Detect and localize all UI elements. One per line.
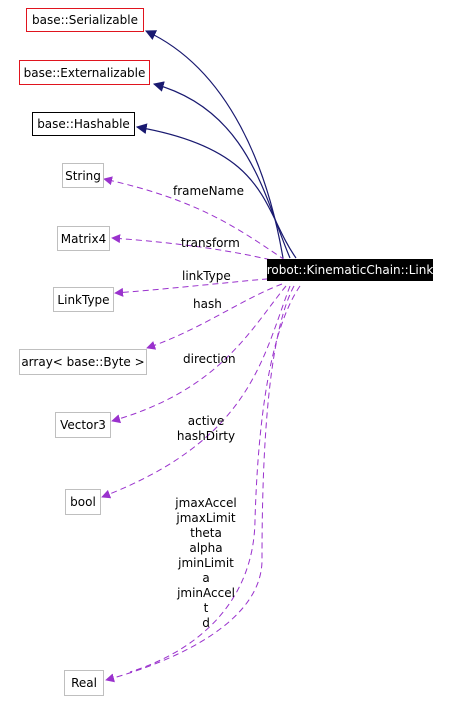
label-direction: direction [183,352,236,366]
edge-string [103,176,286,261]
node-linktype[interactable]: LinkType [53,287,114,312]
label-transform: transform [181,236,240,250]
node-matrix4-label: Matrix4 [60,231,107,246]
label-framename: frameName [173,184,244,198]
label-jminlimit: jminLimit [178,556,234,570]
label-hashdirty: hashDirty [176,429,236,443]
edge-real-2 [129,285,301,673]
label-d: d [202,616,210,630]
edge-bool [101,285,291,499]
node-vector3-label: Vector3 [60,418,106,432]
edge-byte-array [146,283,283,350]
label-jmaxlimit: jmaxLimit [176,511,236,525]
label-a: a [202,571,210,585]
node-vector3[interactable]: Vector3 [55,412,111,438]
label-alpha: alpha [189,541,223,555]
node-linktype-label: LinkType [57,292,110,307]
edge-serializable [145,30,284,259]
node-bool[interactable]: bool [65,489,101,515]
node-kinematic-chain-link[interactable]: robot::KinematicChain::Link [267,259,433,281]
node-serializable-label: base::Serializable [32,13,138,27]
node-externalizable-label: base::Externalizable [23,65,146,80]
edge-vector3 [111,285,287,424]
label-hash: hash [193,297,222,311]
label-jminaccel: jminAccel [177,586,235,600]
node-byte-array[interactable]: array< base::Byte > [19,349,147,375]
edge-hashable [135,123,297,259]
node-externalizable[interactable]: base::Externalizable [19,60,150,85]
node-hashable[interactable]: base::Hashable [32,112,135,136]
edge-real [105,285,295,683]
node-real[interactable]: Real [64,670,104,696]
node-string-label: String [65,168,101,183]
label-active: active [187,414,225,428]
edge-linktype [114,277,279,297]
node-matrix4[interactable]: Matrix4 [57,226,110,251]
node-bool-label: bool [70,495,96,509]
label-real-members: jmaxAccel jmaxLimit theta alpha jminLimi… [170,496,242,631]
node-real-label: Real [71,676,97,690]
node-main-label: robot::KinematicChain::Link [266,263,434,277]
edge-externalizable [152,81,291,259]
node-serializable[interactable]: base::Serializable [26,8,144,32]
label-bool-members: active hashDirty [176,414,236,444]
label-t: t [203,601,209,615]
label-linktype: linkType [182,269,231,283]
node-string[interactable]: String [62,163,104,188]
label-theta: theta [190,526,222,540]
node-hashable-label: base::Hashable [37,117,130,131]
label-jmaxaccel: jmaxAccel [175,496,237,510]
node-byte-array-label: array< base::Byte > [21,355,145,369]
